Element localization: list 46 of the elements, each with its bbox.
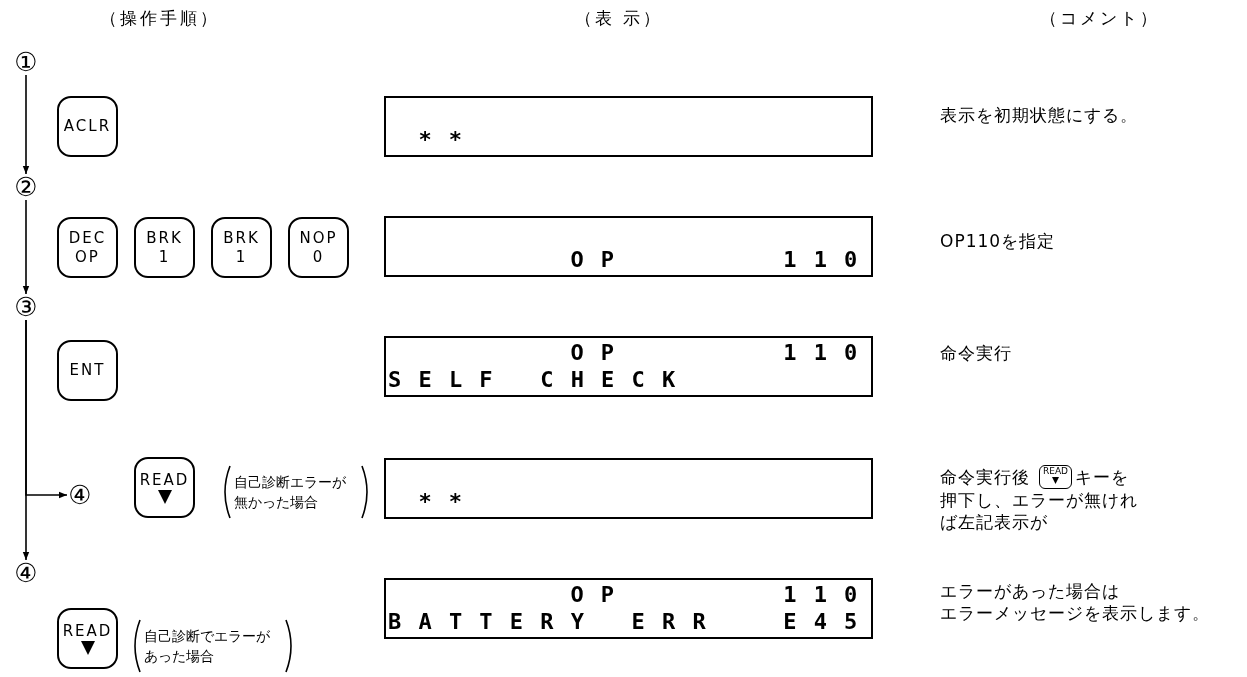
- display-text: OP: [570, 340, 632, 366]
- column-heading: （コメント）: [1040, 7, 1160, 30]
- key-icon: READ: [1039, 465, 1072, 489]
- display-text: OP: [570, 247, 632, 273]
- display-text: E45: [783, 609, 875, 635]
- comment-text: エラーがあった場合は: [940, 580, 1120, 602]
- comment-text: 命令実行: [940, 342, 1012, 364]
- condition-note: 自己診断でエラーがあった場合: [144, 627, 271, 666]
- comment-text: 表示を初期状態にする。: [940, 104, 1138, 126]
- key-button: ACLR: [57, 96, 118, 157]
- key-button: READ: [57, 608, 118, 669]
- display-text: 110: [783, 340, 875, 366]
- key-button: READ: [134, 457, 195, 518]
- comment-text: 命令実行後: [940, 466, 1030, 488]
- key-button: DEC OP: [57, 217, 118, 278]
- lcd-display: [384, 336, 873, 397]
- comment-text: OP110を指定: [940, 230, 1056, 252]
- lcd-display: [384, 216, 873, 277]
- step-number: ③: [13, 294, 39, 320]
- column-heading: （操作手順）: [100, 7, 220, 30]
- display-text: 110: [783, 247, 875, 273]
- lcd-display: [384, 578, 873, 639]
- display-text: **: [418, 127, 480, 153]
- key-button: BRK 1: [134, 217, 195, 278]
- display-text: **: [418, 489, 480, 515]
- display-text: OP: [570, 582, 632, 608]
- comment-text: エラーメッセージを表示します。: [940, 602, 1210, 624]
- lcd-display: [384, 96, 873, 157]
- comment-text: 押下し、エラーが無ければ左記表示が: [940, 489, 1139, 533]
- key-button: NOP 0: [288, 217, 349, 278]
- arrow: [22, 319, 30, 561]
- step-number: ②: [13, 174, 39, 200]
- display-text: SELF CHECK: [388, 367, 693, 393]
- step-number: ①: [13, 49, 39, 75]
- lcd-display: [384, 458, 873, 519]
- arrow: [22, 74, 30, 175]
- comment-text: キーを: [1075, 466, 1129, 488]
- display-text: 110: [783, 582, 875, 608]
- key-button: BRK 1: [211, 217, 272, 278]
- key-button: ENT: [57, 340, 118, 401]
- condition-note: 自己診断エラーが無かった場合: [234, 473, 347, 512]
- display-text: BATTERY ERR: [388, 609, 723, 635]
- arrow: [22, 199, 30, 295]
- step-number: ④: [13, 560, 39, 586]
- column-heading: （表 示）: [575, 7, 664, 30]
- step-number: ④: [67, 482, 93, 508]
